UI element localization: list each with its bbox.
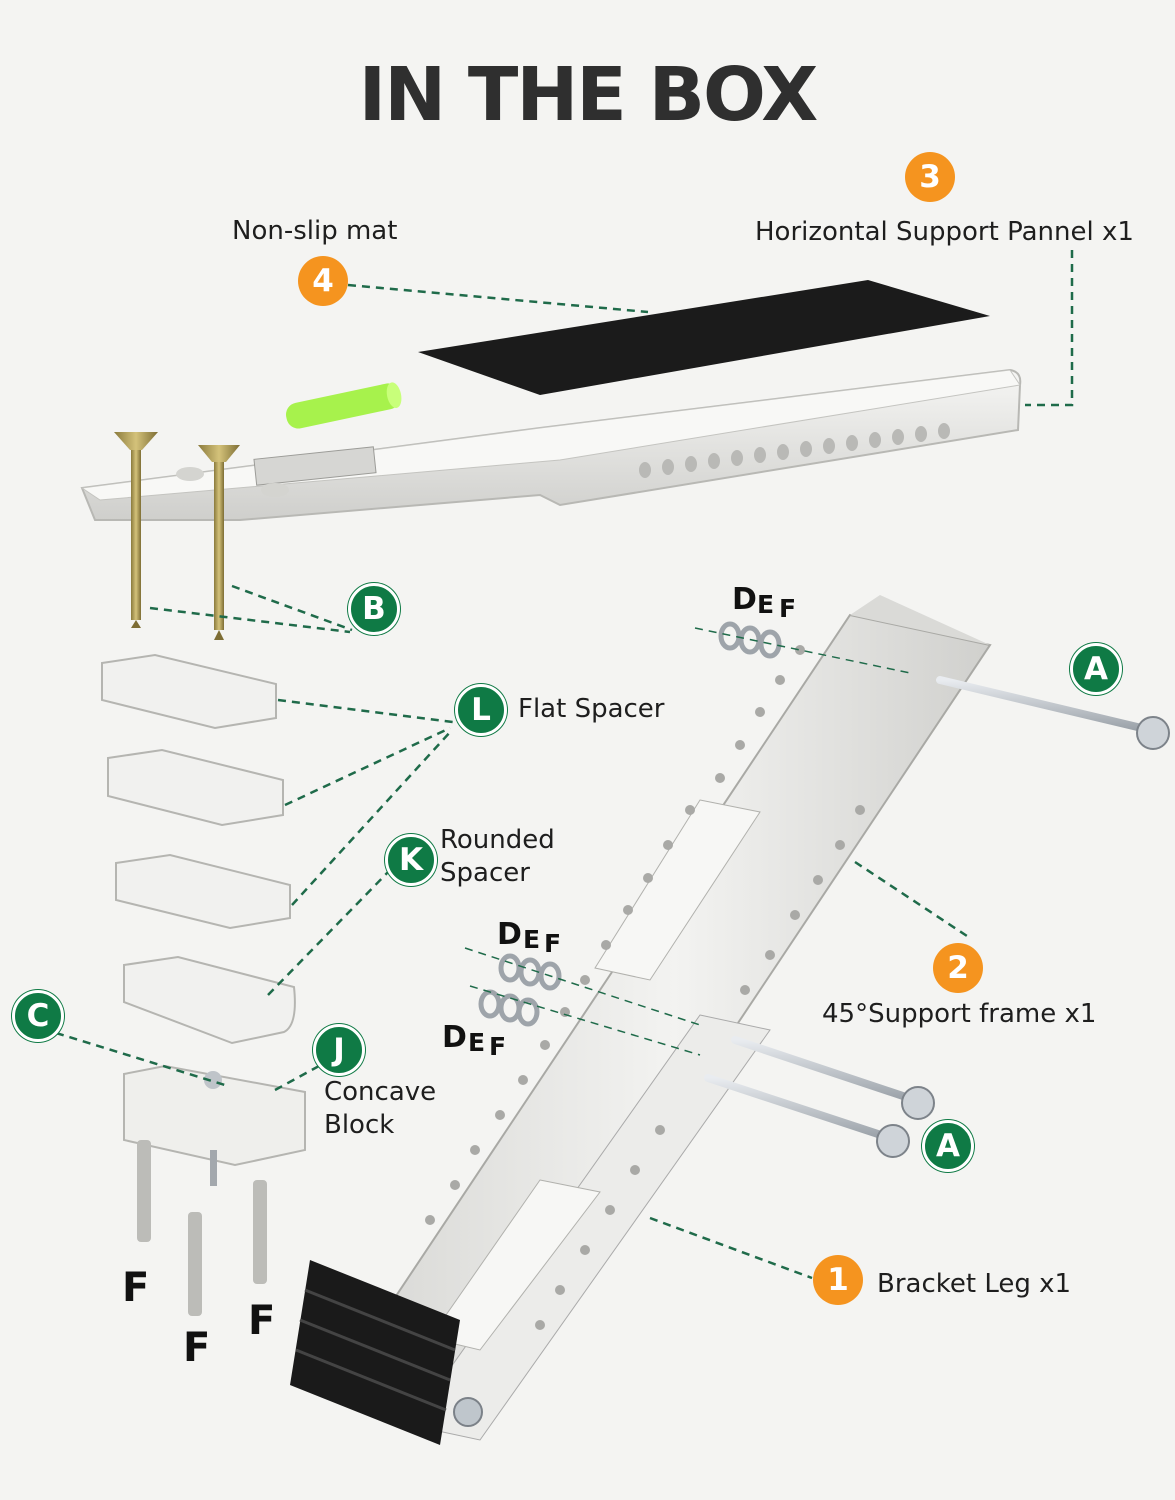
part-badge-3: 3 — [905, 152, 955, 202]
bubble-level — [286, 382, 402, 429]
panel-holes — [639, 423, 950, 478]
washers-and-nuts — [478, 621, 782, 1027]
horizontal-support-panel — [80, 368, 1022, 521]
marker-e: E — [523, 925, 541, 954]
part-badge-2: 2 — [933, 943, 983, 993]
leader-lines — [55, 250, 1074, 1280]
flat-spacer-label: Flat Spacer — [518, 694, 665, 724]
support-frame-and-leg — [290, 595, 992, 1445]
hardware-badge-l: L — [455, 684, 507, 736]
marker-e: E — [757, 590, 775, 619]
anchor-marker-f: F — [248, 1298, 276, 1344]
rounded-spacer-label-line2: Spacer — [440, 858, 530, 888]
rounded-spacer-label-line1: Rounded — [440, 825, 555, 855]
wall-anchors — [137, 1140, 267, 1316]
wood-screws — [114, 432, 240, 640]
rubber-foot — [290, 1260, 483, 1445]
hardware-badge-b: B — [348, 583, 400, 635]
marker-e: E — [468, 1028, 486, 1057]
concave-block-part — [123, 1064, 306, 1186]
non-slip-mat-label: Non-slip mat — [232, 216, 398, 246]
concave-block-label-line1: Concave — [324, 1077, 437, 1107]
horizontal-support-panel-label: Horizontal Support Pannel x1 — [755, 217, 1134, 247]
flat-spacers — [101, 653, 296, 1045]
part-badge-4: 4 — [298, 256, 348, 306]
hardware-badge-c: C — [12, 990, 64, 1042]
bracket-leg-label: Bracket Leg x1 — [877, 1269, 1072, 1299]
frame-holes — [425, 645, 865, 1330]
hardware-badge-a-top: A — [1070, 643, 1122, 695]
marker-f: F — [544, 929, 562, 958]
marker-f: F — [779, 594, 797, 623]
marker-d: D — [732, 582, 757, 617]
non-slip-mat — [418, 280, 990, 395]
page-title: IN THE BOX — [358, 52, 819, 138]
hardware-badge-a-bottom: A — [922, 1120, 974, 1172]
anchor-marker-f: F — [122, 1265, 150, 1311]
hardware-badge-j: J — [313, 1024, 365, 1076]
part-badge-1: 1 — [813, 1255, 863, 1305]
marker-d: D — [442, 1020, 467, 1055]
concave-block-label-line2: Block — [324, 1110, 395, 1140]
anchor-marker-f: F — [183, 1325, 211, 1371]
long-bolts — [704, 676, 1170, 1158]
marker-f: F — [489, 1032, 507, 1061]
marker-d: D — [497, 917, 522, 952]
support-frame-label: 45°Support frame x1 — [822, 999, 1097, 1029]
hardware-badge-k: K — [385, 834, 437, 886]
